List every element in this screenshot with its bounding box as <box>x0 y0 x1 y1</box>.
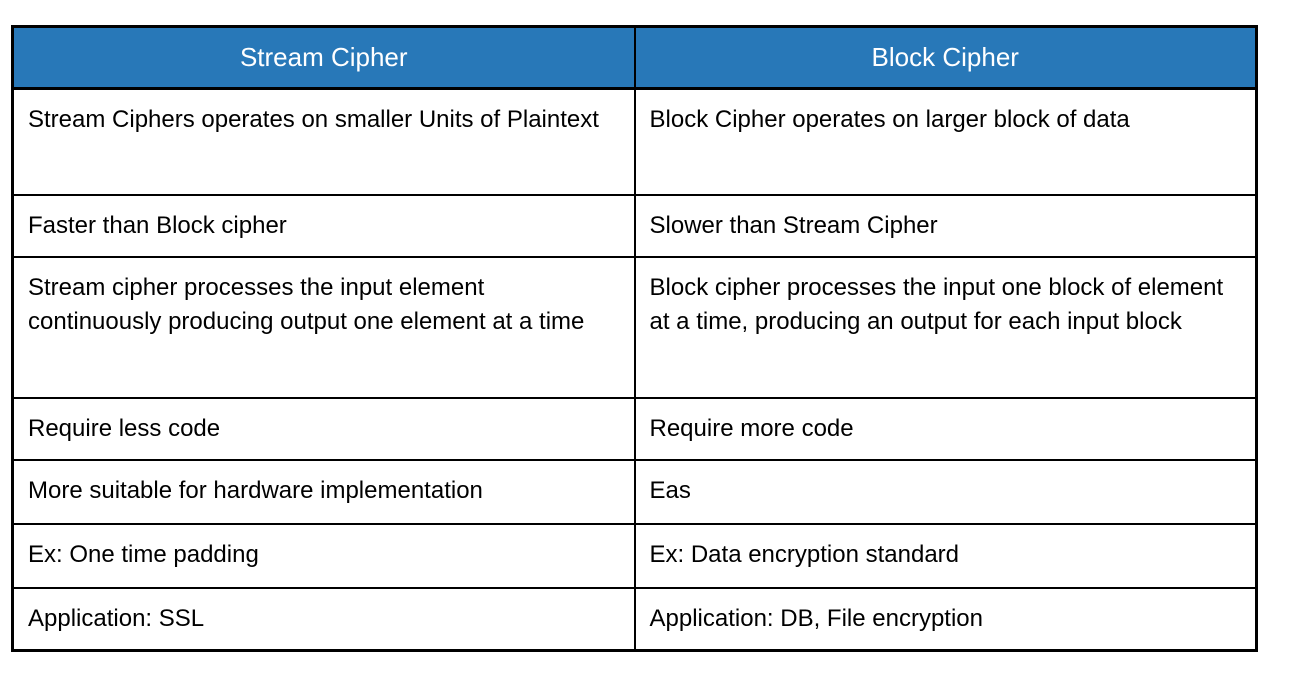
cell-block-cipher: Eas <box>633 458 1258 525</box>
cell-stream-cipher: Faster than Block cipher <box>11 193 636 258</box>
cell-stream-cipher: Application: SSL <box>11 586 636 651</box>
cell-block-cipher: Block Cipher operates on larger block of… <box>633 87 1258 196</box>
cell-stream-cipher: More suitable for hardware implementatio… <box>11 458 636 525</box>
header-row: Stream Cipher Block Cipher <box>11 25 1258 90</box>
cell-block-cipher: Require more code <box>633 396 1258 461</box>
cipher-comparison-table: Stream Cipher Block Cipher Stream Cipher… <box>11 25 1258 652</box>
table-row: More suitable for hardware implementatio… <box>11 458 1258 525</box>
cell-block-cipher: Block cipher processes the input one blo… <box>633 255 1258 399</box>
cell-stream-cipher: Require less code <box>11 396 636 461</box>
table-row: Stream Ciphers operates on smaller Units… <box>11 87 1258 196</box>
cell-block-cipher: Application: DB, File encryption <box>633 586 1258 651</box>
table-body: Stream Ciphers operates on smaller Units… <box>11 87 1258 651</box>
table-row: Stream cipher processes the input elemen… <box>11 255 1258 399</box>
cell-stream-cipher: Ex: One time padding <box>11 522 636 589</box>
table-header: Stream Cipher Block Cipher <box>11 25 1258 90</box>
header-cell-stream-cipher: Stream Cipher <box>11 25 636 90</box>
cell-stream-cipher: Stream Ciphers operates on smaller Units… <box>11 87 636 196</box>
header-cell-block-cipher: Block Cipher <box>633 25 1258 90</box>
cell-stream-cipher: Stream cipher processes the input elemen… <box>11 255 636 399</box>
cell-block-cipher: Slower than Stream Cipher <box>633 193 1258 258</box>
cell-block-cipher: Ex: Data encryption standard <box>633 522 1258 589</box>
